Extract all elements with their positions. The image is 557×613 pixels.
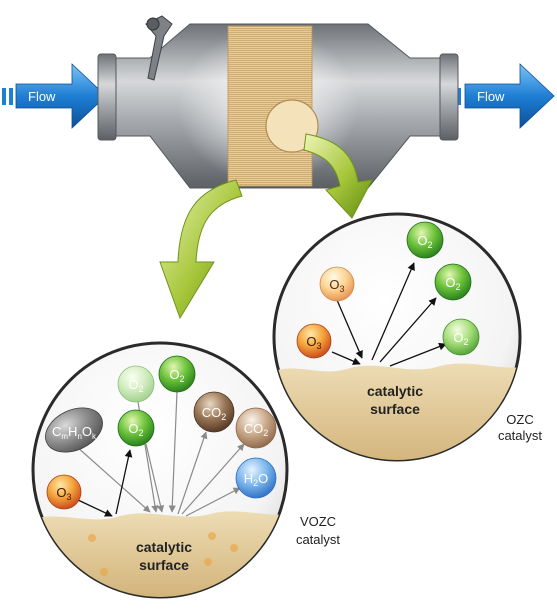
ozc-panel: O3 O3 O2 O2 O2 catalytic surface [272, 212, 522, 462]
vozc-voc-molecule: CmHnOk [45, 407, 103, 453]
flow-out-label: Flow [477, 89, 505, 104]
vozc-o3-molecule: O3 [46, 474, 82, 510]
ozc-surface-label-line2: surface [370, 401, 420, 417]
svg-text:O2: O2 [128, 421, 143, 438]
callout-arrow-vozc [159, 179, 243, 320]
svg-text:CO2: CO2 [244, 421, 269, 438]
ozc-o2-molecule: O2 [434, 263, 472, 301]
svg-text:H2O: H2O [244, 471, 269, 488]
ozc-catalyst-label-line2: catalyst [498, 428, 542, 443]
svg-text:O3: O3 [329, 277, 344, 294]
vozc-surface-label-line1: catalytic [136, 539, 192, 555]
svg-text:O2: O2 [169, 367, 184, 384]
ozc-surface-label-line1: catalytic [367, 383, 423, 399]
svg-text:CO2: CO2 [202, 405, 227, 422]
vozc-o2-molecule: O2 [117, 409, 155, 447]
vozc-h2o-molecule: H2O [235, 457, 277, 499]
svg-text:O2: O2 [445, 275, 460, 292]
vozc-co2-molecule: CO2 [193, 391, 235, 433]
svg-text:O2: O2 [417, 233, 432, 250]
ozc-o2-molecule: O2 [442, 318, 480, 356]
ozc-o3-molecule: O3 [296, 323, 332, 359]
catalytic-converter [97, 15, 459, 189]
vozc-panel: CmHnOk O3 O2 O2 O2 CO2 CO2 H2O [31, 341, 289, 599]
callout-arrow-ozc [303, 133, 373, 219]
flow-in-arrow: Flow [2, 63, 107, 129]
ozc-o3-molecule: O3 [319, 266, 355, 302]
sensor-bracket [145, 15, 173, 81]
vozc-catalyst-label-line2: catalyst [296, 532, 340, 547]
svg-text:CmHnOk: CmHnOk [52, 424, 97, 441]
vozc-o2-molecule: O2 [158, 355, 196, 393]
svg-text:O2: O2 [453, 330, 468, 347]
svg-text:O3: O3 [306, 334, 321, 351]
ozc-o2-molecule: O2 [406, 221, 444, 259]
svg-text:O2: O2 [128, 377, 143, 394]
flow-in-label: Flow [28, 89, 56, 104]
ozc-catalytic-surface [274, 363, 520, 460]
vozc-o2-molecule: O2 [117, 365, 155, 403]
svg-text:O3: O3 [56, 485, 71, 502]
vozc-co2-molecule: CO2 [235, 407, 277, 449]
vozc-surface-label-line2: surface [139, 557, 189, 573]
flow-out-arrow: Flow [450, 63, 555, 129]
vozc-catalyst-label-line1: VOZC [300, 514, 336, 529]
ozc-catalyst-label-line1: OZC [506, 412, 533, 427]
